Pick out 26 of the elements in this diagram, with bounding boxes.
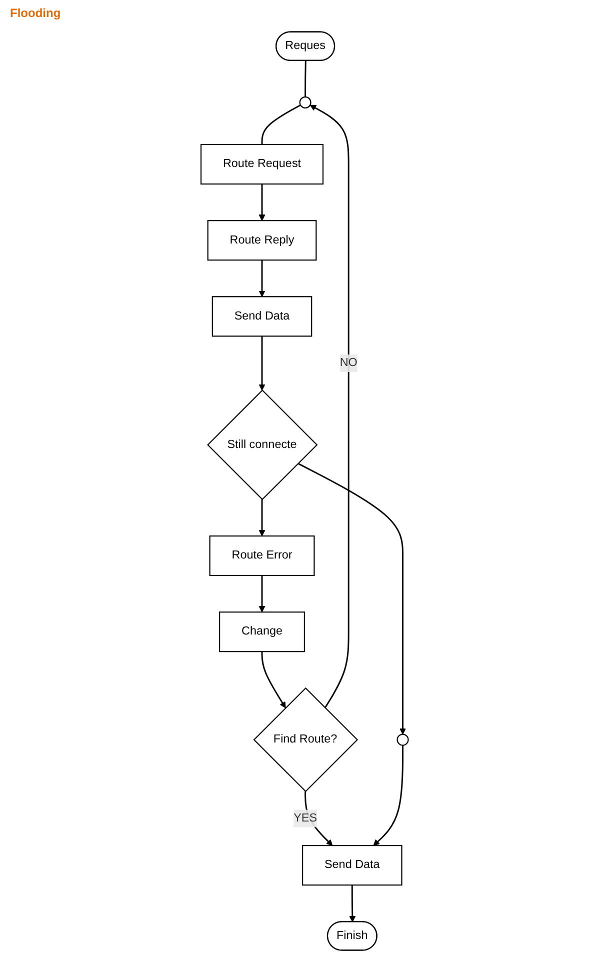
node-box: Change	[218, 612, 305, 652]
arrow	[258, 576, 266, 612]
node-box: Send Data	[212, 296, 312, 337]
node-box: Route Request	[200, 144, 324, 185]
arrow	[258, 499, 266, 536]
arrow	[297, 462, 406, 735]
edge-label: NO	[340, 356, 358, 370]
arrow	[349, 885, 356, 922]
arrow	[258, 336, 266, 391]
node-diamond: Find Route?	[253, 687, 358, 792]
edge-label: YES	[293, 812, 317, 824]
node-box: Route Error	[209, 535, 315, 576]
connector	[304, 60, 306, 97]
note-label: Flooding	[10, 6, 61, 20]
node-circle	[396, 734, 409, 746]
arrow	[261, 652, 286, 708]
arrow	[304, 791, 333, 846]
node-circle	[299, 96, 312, 108]
connector	[261, 104, 301, 144]
arrow	[258, 260, 266, 297]
node-box: Send Data	[302, 845, 402, 886]
node-diamond: Still connecte	[206, 390, 318, 500]
arrow	[310, 104, 350, 708]
arrow	[373, 745, 404, 846]
arrow	[258, 184, 266, 221]
node-box: Route Reply	[207, 220, 317, 261]
